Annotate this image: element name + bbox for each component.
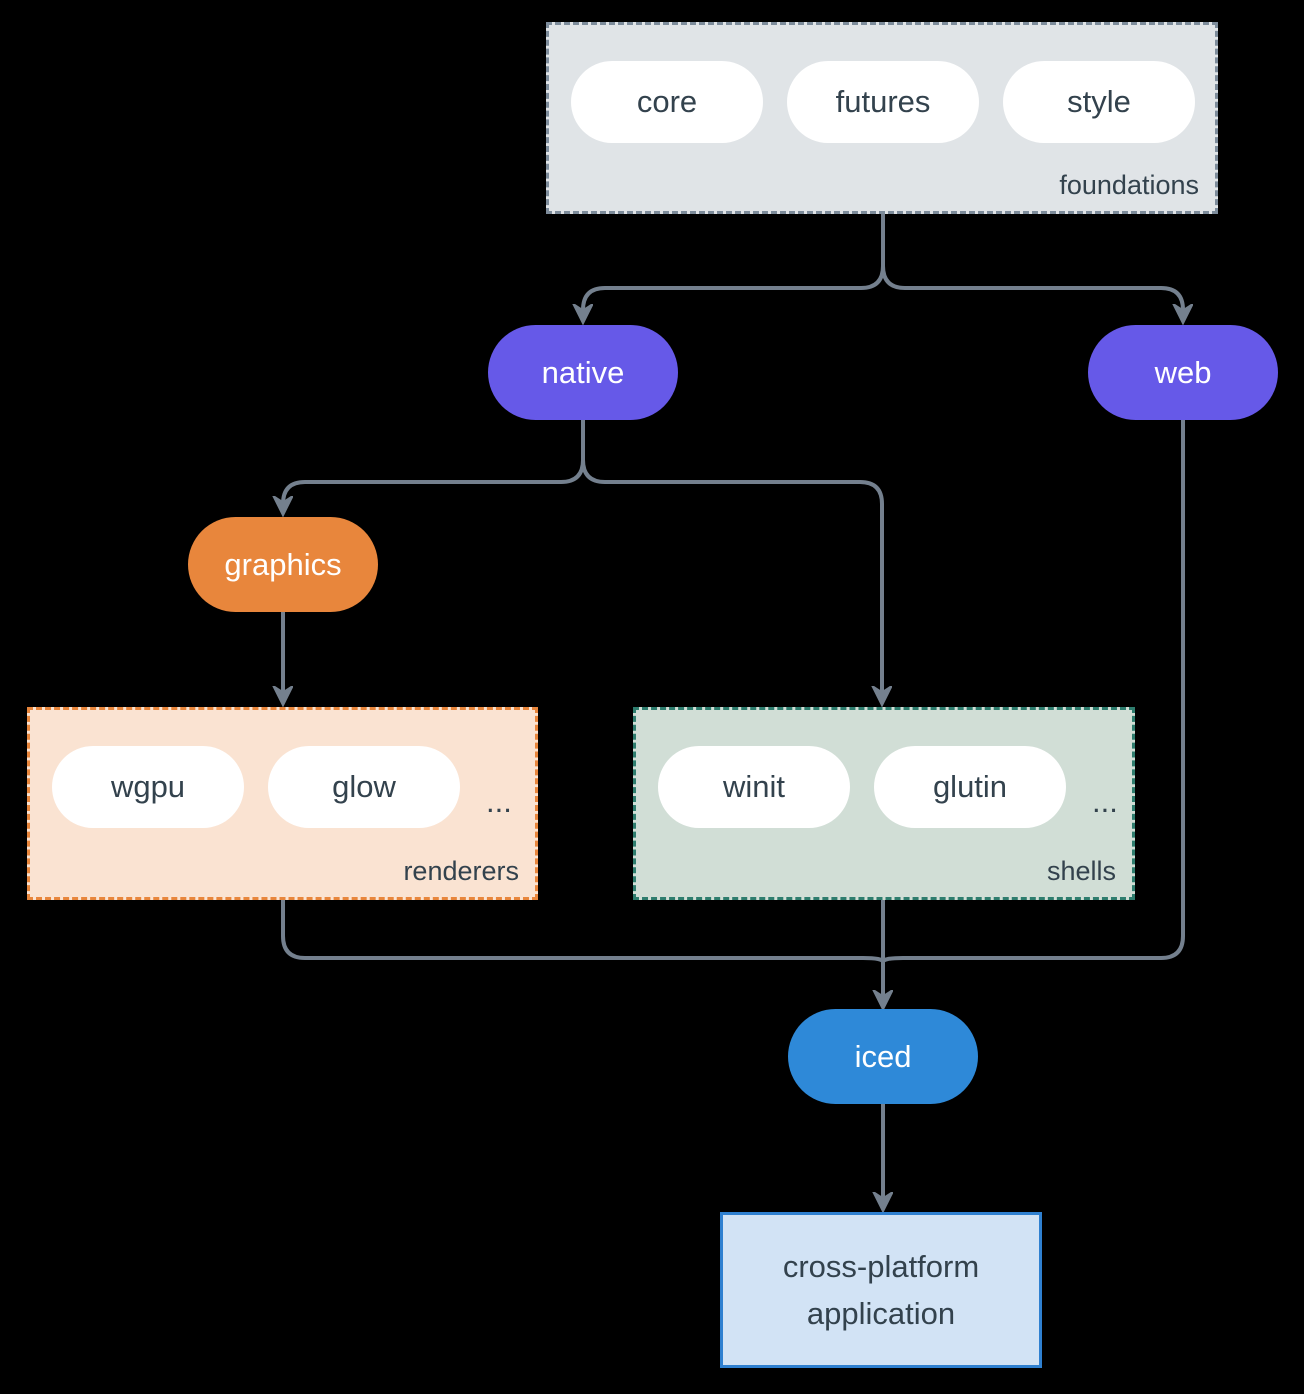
node-futures: futures bbox=[787, 61, 979, 143]
renderers-ellipsis: ... bbox=[486, 784, 512, 819]
renderers-group: wgpu glow ... renderers bbox=[27, 707, 538, 900]
node-wgpu: wgpu bbox=[52, 746, 244, 828]
shells-group: winit glutin ... shells bbox=[633, 707, 1135, 900]
node-graphics: graphics bbox=[188, 517, 378, 612]
node-cross-platform-application: cross-platform application bbox=[720, 1212, 1042, 1368]
edge-foundations-to-native bbox=[583, 214, 885, 318]
foundations-group-label: foundations bbox=[1059, 170, 1199, 200]
edge-foundations-to-web bbox=[881, 214, 1183, 318]
node-native: native bbox=[488, 325, 678, 420]
node-web: web bbox=[1088, 325, 1278, 420]
edge-renderers-to-iced bbox=[281, 900, 885, 963]
edge-native-to-shells bbox=[581, 420, 882, 700]
foundations-pill-row: core futures style bbox=[549, 25, 1215, 143]
application-label-line1: cross-platform bbox=[782, 1249, 980, 1284]
node-glow: glow bbox=[268, 746, 460, 828]
node-winit: winit bbox=[658, 746, 850, 828]
shells-ellipsis: ... bbox=[1092, 784, 1118, 819]
shells-pill-row: winit glutin ... bbox=[636, 710, 1132, 828]
node-glutin: glutin bbox=[874, 746, 1066, 828]
application-label-line2: application bbox=[806, 1296, 956, 1331]
node-core: core bbox=[571, 61, 763, 143]
foundations-group: core futures style foundations bbox=[546, 22, 1218, 214]
edge-web-to-iced bbox=[881, 420, 1185, 963]
node-iced: iced bbox=[788, 1009, 978, 1104]
renderers-pill-row: wgpu glow ... bbox=[30, 710, 535, 828]
edge-native-to-graphics bbox=[283, 420, 585, 510]
node-style: style bbox=[1003, 61, 1195, 143]
renderers-group-label: renderers bbox=[403, 856, 519, 886]
shells-group-label: shells bbox=[1046, 856, 1116, 886]
